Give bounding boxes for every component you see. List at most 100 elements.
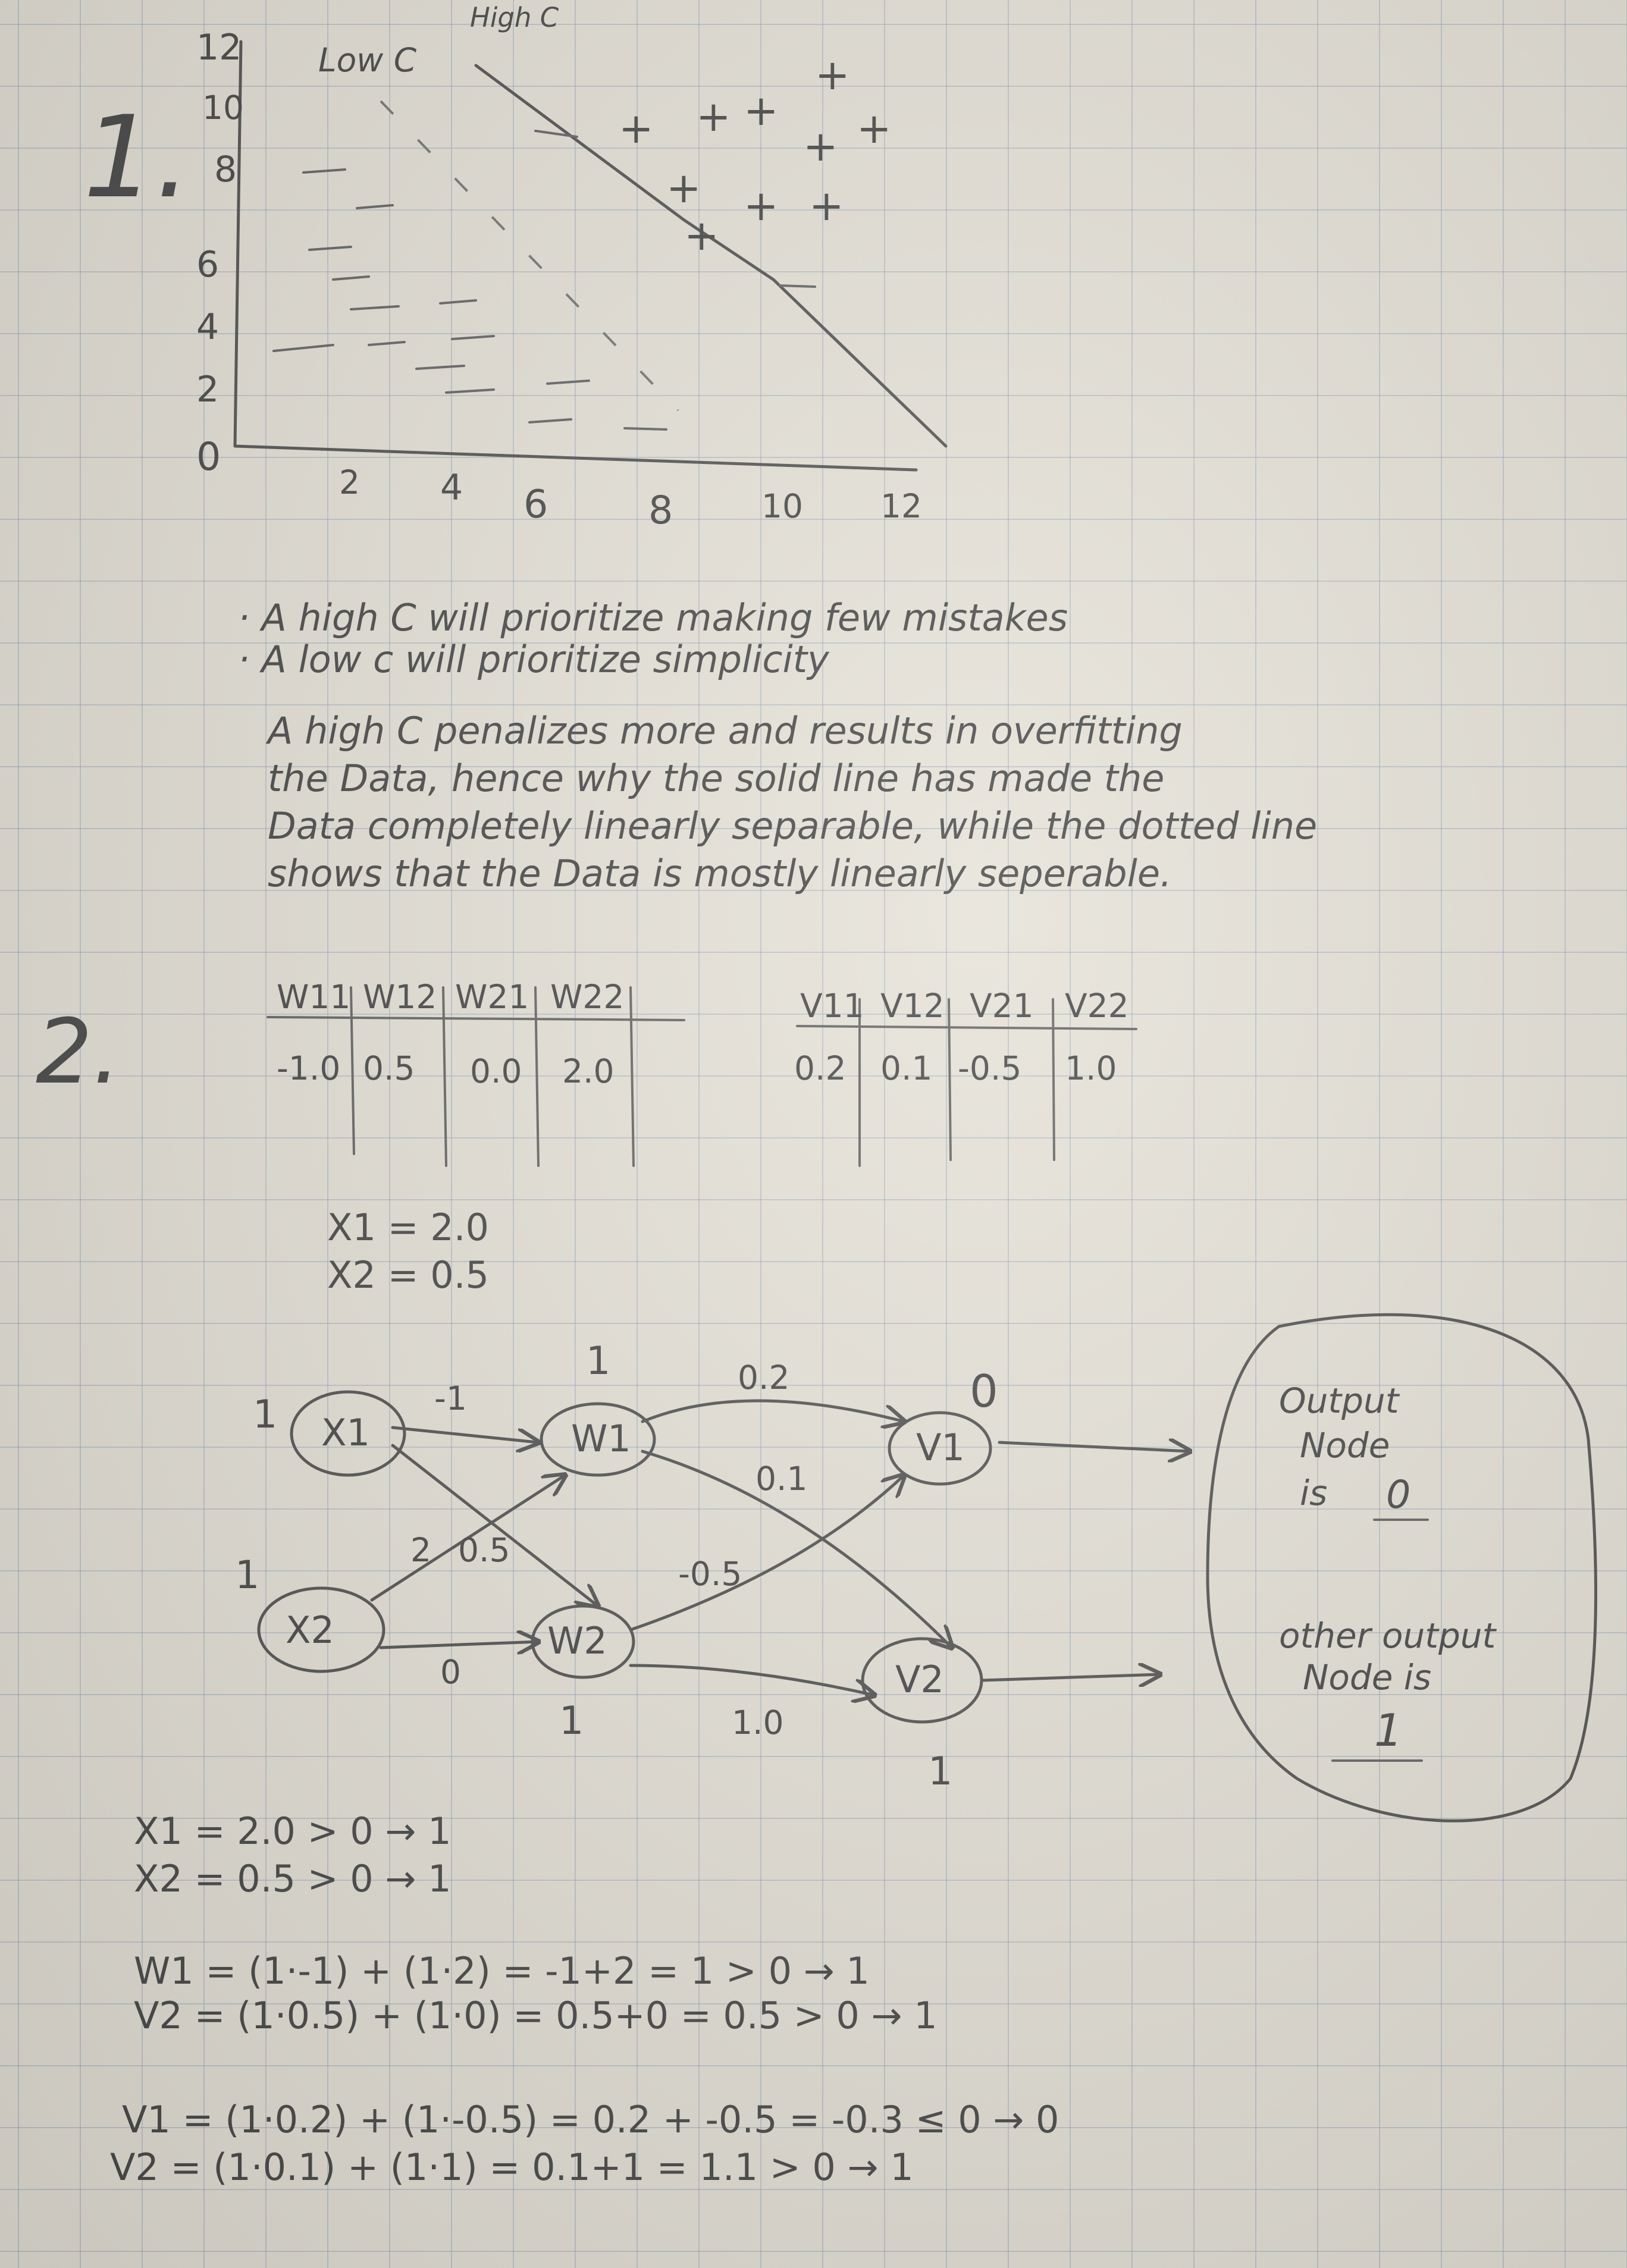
w-value-w12: 0.5 bbox=[363, 1049, 415, 1087]
plus-point: + bbox=[809, 181, 844, 230]
y-tick-6: 6 bbox=[196, 244, 219, 286]
y-axis bbox=[233, 40, 243, 448]
w-value-w21: 0.0 bbox=[470, 1052, 522, 1090]
calc-x1: X1 = 2.0 > 0 → 1 bbox=[134, 1809, 452, 1853]
output-line-5: Node is bbox=[1303, 1657, 1431, 1698]
problem2-number: 2. bbox=[36, 1000, 121, 1104]
w-header-w22: W22 bbox=[550, 978, 624, 1016]
v-value-v11: 0.2 bbox=[794, 1049, 846, 1087]
x2-definition: X2 = 0.5 bbox=[327, 1253, 489, 1297]
calc-w2: V2 = (1·0.5) + (1·0) = 0.5+0 = 0.5 > 0 →… bbox=[134, 1994, 938, 2037]
para-line-2: the Data, hence why the solid line has m… bbox=[268, 757, 1164, 800]
plus-point: + bbox=[744, 86, 779, 135]
minus-point bbox=[546, 379, 590, 385]
w-table-col-3 bbox=[534, 986, 540, 1167]
negative-points bbox=[272, 130, 816, 431]
x-tick-6: 6 bbox=[523, 482, 548, 527]
node-x1 bbox=[290, 1390, 406, 1477]
minus-point bbox=[308, 246, 352, 251]
v2-activation: 1 bbox=[928, 1749, 952, 1794]
minus-point bbox=[350, 305, 400, 310]
forward-pass-calculations: X1 = 2.0 > 0 → 1 X2 = 0.5 > 0 → 1 W1 = (… bbox=[110, 1809, 1059, 2189]
weight-x1-w1: -1 bbox=[434, 1379, 467, 1417]
output-blob-outline bbox=[1206, 1313, 1597, 1822]
edge-v2-output bbox=[980, 1674, 1160, 1680]
output-line-3: is bbox=[1300, 1473, 1327, 1513]
node-v2 bbox=[861, 1637, 983, 1724]
output-value-2: 1 bbox=[1374, 1704, 1403, 1756]
v-value-v21: -0.5 bbox=[958, 1049, 1021, 1087]
minus-point bbox=[272, 344, 334, 352]
high-c-boundary-line bbox=[474, 64, 948, 448]
output-line-1: Output bbox=[1279, 1381, 1400, 1421]
plus-point: + bbox=[744, 181, 779, 230]
v-weights-table: V11 V12 V21 V22 0.2 0.1 -0.5 1.0 bbox=[794, 987, 1137, 1167]
edge-x1-w2 bbox=[391, 1444, 598, 1606]
edge-w1-v1 bbox=[641, 1399, 904, 1422]
node-w1-label: W1 bbox=[571, 1417, 631, 1460]
weight-w1-v1: 0.2 bbox=[738, 1359, 789, 1397]
edge-w2-v1 bbox=[629, 1475, 904, 1632]
w-value-w11: -1.0 bbox=[277, 1049, 340, 1087]
minus-point bbox=[534, 130, 578, 138]
minus-point bbox=[623, 427, 667, 431]
y-tick-8: 8 bbox=[214, 149, 237, 190]
node-w2-label: W2 bbox=[547, 1619, 607, 1662]
high-c-label: High C bbox=[470, 2, 559, 33]
w-header-w12: W12 bbox=[363, 978, 437, 1016]
node-w1 bbox=[540, 1402, 656, 1477]
v1-activation: 0 bbox=[970, 1365, 998, 1417]
minus-point bbox=[368, 341, 406, 346]
edge-x1-w1 bbox=[391, 1426, 538, 1442]
w-table-col-4 bbox=[629, 986, 635, 1167]
x-tick-2: 2 bbox=[339, 463, 360, 501]
w-header-w11: W11 bbox=[277, 978, 350, 1016]
low-c-boundary-dotted bbox=[380, 100, 679, 412]
w-value-w22: 2.0 bbox=[562, 1052, 614, 1090]
node-v1-label: V1 bbox=[916, 1426, 965, 1469]
plus-point: + bbox=[684, 211, 719, 260]
x1-definition: X1 = 2.0 bbox=[327, 1206, 489, 1249]
para-line-4: shows that the Data is mostly linearly s… bbox=[268, 852, 1172, 895]
plus-point: + bbox=[803, 122, 838, 171]
node-x2-label: X2 bbox=[286, 1608, 334, 1652]
weight-x1-w2: 0.5 bbox=[458, 1531, 510, 1569]
input-definitions: X1 = 2.0 X2 = 0.5 bbox=[327, 1206, 489, 1297]
v-table-col-2 bbox=[948, 998, 952, 1161]
calc-v2: V2 = (1·0.1) + (1·1) = 0.1+1 = 1.1 > 0 →… bbox=[110, 2145, 914, 2189]
plus-point: + bbox=[696, 92, 731, 141]
x-tick-4: 4 bbox=[440, 467, 463, 509]
v-header-v12: V12 bbox=[880, 987, 945, 1025]
node-x2 bbox=[257, 1586, 385, 1673]
positive-points: + + + + + + + + + + bbox=[619, 51, 892, 260]
v-table-header-rule bbox=[796, 1025, 1137, 1030]
edge-v1-output bbox=[998, 1442, 1190, 1451]
output-summary-box: Output Node is 0 other output Node is 1 bbox=[1206, 1313, 1597, 1822]
weight-w2-v1: -0.5 bbox=[678, 1555, 742, 1593]
y-tick-10: 10 bbox=[202, 89, 244, 127]
calc-w1: W1 = (1·-1) + (1·2) = -1+2 = 1 > 0 → 1 bbox=[134, 1949, 870, 1993]
x-tick-8: 8 bbox=[648, 488, 673, 533]
svm-sketch-plot: 12 10 8 6 4 2 0 2 4 6 8 10 12 Low C High… bbox=[196, 2, 948, 533]
v-header-v11: V11 bbox=[800, 987, 864, 1025]
minus-point bbox=[356, 204, 394, 209]
calc-x2: X2 = 0.5 > 0 → 1 bbox=[134, 1857, 452, 1900]
y-tick-12: 12 bbox=[196, 27, 242, 68]
w1-activation: 1 bbox=[586, 1339, 610, 1384]
edge-w2-v2 bbox=[629, 1664, 874, 1695]
output-line-4: other output bbox=[1279, 1615, 1497, 1656]
node-v2-label: V2 bbox=[895, 1658, 944, 1701]
bullet-high-c: · A high C will prioritize making few mi… bbox=[238, 596, 1068, 639]
weight-w2-v2: 1.0 bbox=[732, 1704, 783, 1742]
minus-point bbox=[451, 335, 495, 340]
plus-point: + bbox=[857, 104, 892, 153]
v-header-v21: V21 bbox=[970, 987, 1034, 1025]
x1-activation: 1 bbox=[253, 1392, 277, 1437]
x-tick-12: 12 bbox=[880, 487, 922, 525]
node-v1 bbox=[888, 1411, 992, 1486]
v-value-v22: 1.0 bbox=[1065, 1049, 1117, 1087]
node-x1-label: X1 bbox=[321, 1411, 370, 1454]
v-table-col-3 bbox=[1052, 998, 1055, 1161]
para-line-1: A high C penalizes more and results in o… bbox=[265, 709, 1183, 752]
edge-x2-w1 bbox=[370, 1475, 565, 1602]
